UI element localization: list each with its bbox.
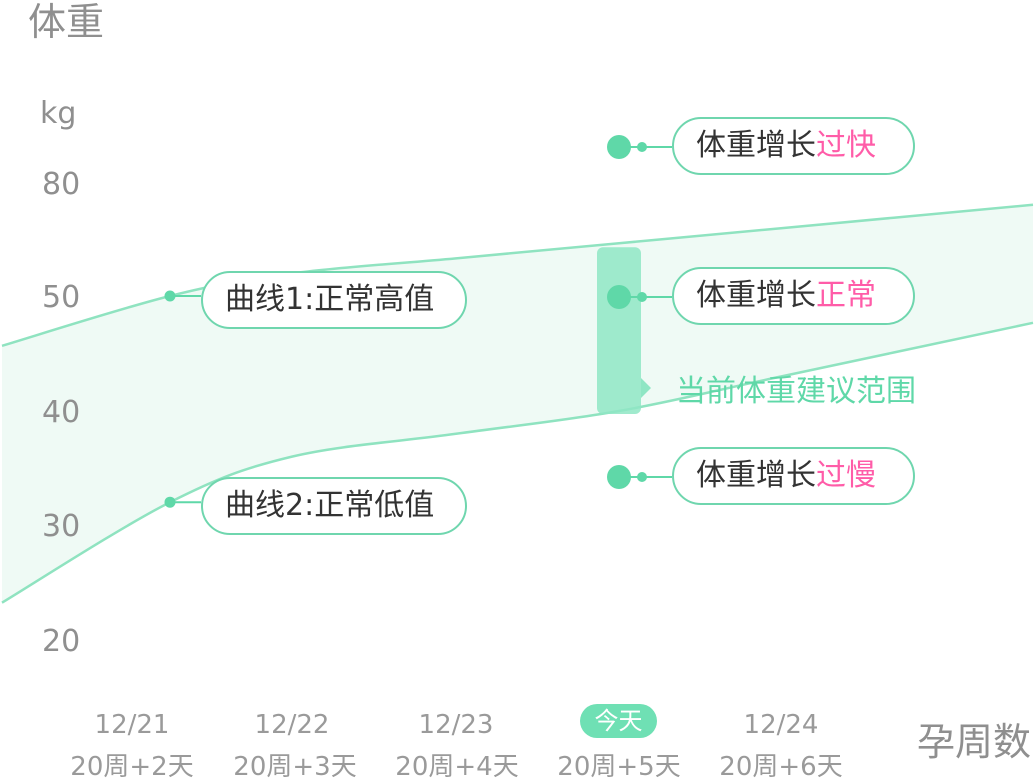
chart-title: 体重 (28, 0, 105, 44)
x-tick-date-1: 12/22 (255, 710, 330, 740)
indicator-small-dot-1 (637, 292, 647, 302)
y-tick-label-2: 40 (42, 395, 80, 430)
y-tick-label-4: 20 (42, 624, 80, 659)
indicator-slow-label: 体重增长过慢 (672, 447, 915, 505)
indicator-slow-prefix: 体重增长 (696, 458, 816, 493)
indicator-normal-highlight: 正常 (816, 278, 876, 313)
current-range-label: 当前体重建议范围 (676, 374, 916, 409)
y-tick-label-0: 80 (42, 167, 80, 202)
x-tick-week-3: 20周+5天 (557, 752, 680, 780)
today-badge[interactable]: 今天 (580, 704, 657, 738)
x-tick-week-2: 20周+4天 (395, 752, 518, 780)
indicator-dot-1 (607, 285, 631, 309)
curve2-label: 曲线2:正常低值 (201, 477, 467, 535)
curve2-label-text: 曲线2:正常低值 (225, 488, 435, 523)
indicator-fast-prefix: 体重增长 (696, 128, 816, 163)
indicator-normal-label: 体重增长正常 (672, 267, 915, 325)
current-range-pointer (641, 378, 651, 398)
x-tick-week-4: 20周+6天 (719, 752, 842, 780)
x-tick-week-1: 20周+3天 (233, 752, 356, 780)
y-tick-label-1: 50 (42, 280, 80, 315)
y-tick-label-3: 30 (42, 509, 80, 544)
indicator-slow-highlight: 过慢 (816, 458, 876, 493)
x-tick-date-4: 12/24 (744, 710, 819, 740)
y-axis-unit: kg (40, 96, 77, 131)
indicator-fast-highlight: 过快 (816, 128, 876, 163)
indicator-dot-0 (607, 135, 631, 159)
indicator-small-dot-2 (637, 472, 647, 482)
x-tick-week-0: 20周+2天 (70, 752, 193, 780)
curve1-label: 曲线1:正常高值 (201, 271, 467, 329)
indicator-small-dot-0 (637, 142, 647, 152)
curve1-label-text: 曲线1:正常高值 (225, 282, 435, 317)
indicator-normal-prefix: 体重增长 (696, 278, 816, 313)
curve2-marker (164, 496, 176, 508)
curve1-marker (164, 290, 176, 302)
x-axis-title: 孕周数 (916, 720, 1031, 764)
x-tick-date-0: 12/21 (95, 710, 170, 740)
x-tick-date-2: 12/23 (419, 710, 494, 740)
current-range-bar (597, 247, 641, 414)
indicator-dot-2 (607, 465, 631, 489)
indicator-fast-label: 体重增长过快 (672, 117, 915, 175)
